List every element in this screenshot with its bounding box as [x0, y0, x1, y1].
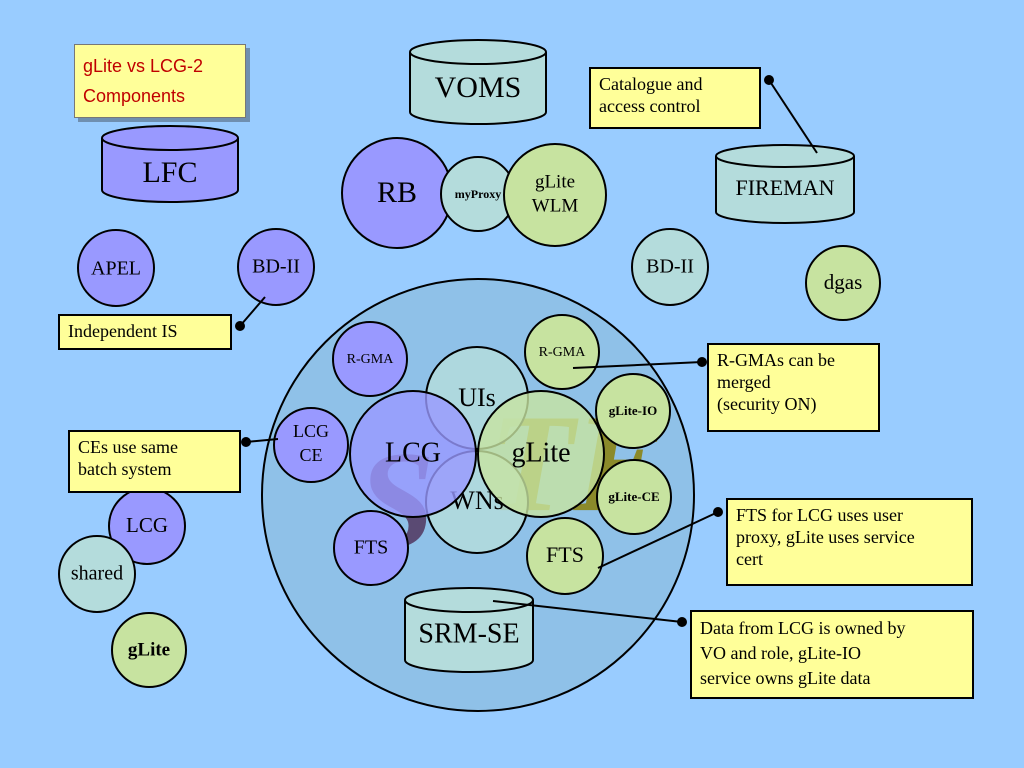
- glite-io-node: gLite-IO: [595, 373, 671, 449]
- catalogue-note: Catalogue and access control: [589, 67, 761, 129]
- independent-is-note: Independent IS: [58, 314, 232, 350]
- lfc-label: LFC: [142, 156, 197, 189]
- ces-batch-note-line-1: CEs use same: [78, 437, 178, 457]
- rb-node: RB: [341, 137, 453, 249]
- glite-center-label: gLite: [511, 437, 570, 468]
- fireman-label: FIREMAN: [735, 175, 834, 200]
- voms-label: VOMS: [435, 71, 522, 104]
- independent-is-connector: [239, 296, 266, 327]
- catalogue-note-line-2: access control: [599, 96, 701, 116]
- ces-batch-note: CEs use same batch system: [68, 430, 241, 493]
- catalogue-note-line-1: Catalogue and: [599, 74, 703, 94]
- data-owned-note: Data from LCG is owned by VO and role, g…: [690, 610, 974, 699]
- dgas-node: dgas: [805, 245, 881, 321]
- glite-wlm-label-2: WLM: [532, 195, 579, 216]
- ces-batch-note-line-2: batch system: [78, 459, 172, 479]
- apel-label: APEL: [91, 258, 141, 280]
- legend-glite-label: gLite: [128, 639, 170, 660]
- fts-left-label: FTS: [354, 537, 388, 559]
- rgma-left-label: R-GMA: [347, 352, 395, 367]
- rgma-merge-note-line-3: (security ON): [717, 394, 817, 414]
- rgma-right-node: R-GMA: [524, 314, 600, 390]
- srm-se-database: SRM-SE: [404, 587, 534, 673]
- independent-is-note-line-1: Independent IS: [68, 321, 178, 341]
- dgas-label: dgas: [824, 270, 863, 294]
- fireman-database: FIREMAN: [715, 144, 855, 224]
- lfc-database: LFC: [101, 125, 239, 203]
- slide-title: gLite vs LCG-2 Components: [74, 44, 246, 118]
- myproxy-node: myProxy: [440, 156, 516, 232]
- rgma-left-node: R-GMA: [332, 321, 408, 397]
- voms-database: VOMS: [409, 39, 547, 125]
- lcg-ce-label-2: CE: [299, 445, 322, 465]
- glite-center-node: gLite: [477, 390, 605, 518]
- rgma-right-label: R-GMA: [539, 345, 587, 360]
- glite-wlm-label-1: gLite: [535, 171, 575, 192]
- data-owned-note-line-3: service owns gLite data: [700, 668, 871, 688]
- fts-right-node: FTS: [526, 517, 604, 595]
- callout-connectors: [235, 75, 818, 627]
- glite-ce-label: gLite-CE: [608, 489, 659, 504]
- rgma-merge-note-line-2: merged: [717, 372, 771, 392]
- bdii-right-label: BD-II: [646, 256, 694, 278]
- catalogue-connector-dot: [764, 75, 774, 85]
- fts-proxy-note-line-3: cert: [736, 549, 763, 569]
- title-line-2: Components: [83, 86, 186, 106]
- fts-connector-dot: [713, 507, 723, 517]
- fts-connector: [597, 511, 719, 569]
- lcg-ce-label-1: LCG: [293, 421, 329, 441]
- rgma-merge-note-line-1: R-GMAs can be: [717, 350, 835, 370]
- apel-node: APEL: [77, 229, 155, 307]
- fts-left-node: FTS: [333, 510, 409, 586]
- ces-connector: [245, 438, 279, 443]
- srm-se-label: SRM-SE: [418, 618, 519, 649]
- legend-shared: shared: [58, 535, 136, 613]
- fts-right-label: FTS: [546, 542, 584, 567]
- rgma-merge-note: R-GMAs can be merged (security ON): [707, 343, 880, 432]
- lcg-center-node: LCG: [349, 390, 477, 518]
- legend-lcg-label: LCG: [126, 513, 168, 537]
- bdii-left-label: BD-II: [252, 256, 300, 278]
- data-connector-dot: [677, 617, 687, 627]
- bdii-left-node: BD-II: [237, 228, 315, 306]
- glite-wlm-node: gLite WLM: [503, 143, 607, 247]
- fts-proxy-note-line-2: proxy, gLite uses service: [736, 527, 915, 547]
- legend-lcg: LCG: [108, 487, 186, 565]
- legend-shared-label: shared: [71, 563, 123, 585]
- fts-proxy-note-line-1: FTS for LCG uses user: [736, 505, 903, 525]
- fts-proxy-note: FTS for LCG uses user proxy, gLite uses …: [726, 498, 973, 586]
- bdii-right-node: BD-II: [631, 228, 709, 306]
- data-connector: [492, 600, 683, 623]
- data-owned-note-line-2: VO and role, gLite-IO: [700, 643, 861, 663]
- independent-is-connector-dot: [235, 321, 245, 331]
- rgma-connector: [572, 361, 703, 369]
- data-owned-note-line-1: Data from LCG is owned by: [700, 618, 906, 638]
- legend-glite: gLite: [111, 612, 187, 688]
- uis-label: UIs: [458, 383, 496, 412]
- title-line-1: gLite vs LCG-2: [83, 56, 204, 76]
- ces-connector-dot: [241, 437, 251, 447]
- rgma-connector-dot: [697, 357, 707, 367]
- rb-label: RB: [377, 176, 417, 209]
- myproxy-label: myProxy: [455, 187, 501, 201]
- lcg-ce-node: LCG CE: [273, 407, 349, 483]
- lcg-center-label: LCG: [385, 437, 441, 468]
- catalogue-connector: [768, 79, 818, 154]
- glite-ce-node: gLite-CE: [596, 459, 672, 535]
- glite-io-label: gLite-IO: [609, 403, 657, 418]
